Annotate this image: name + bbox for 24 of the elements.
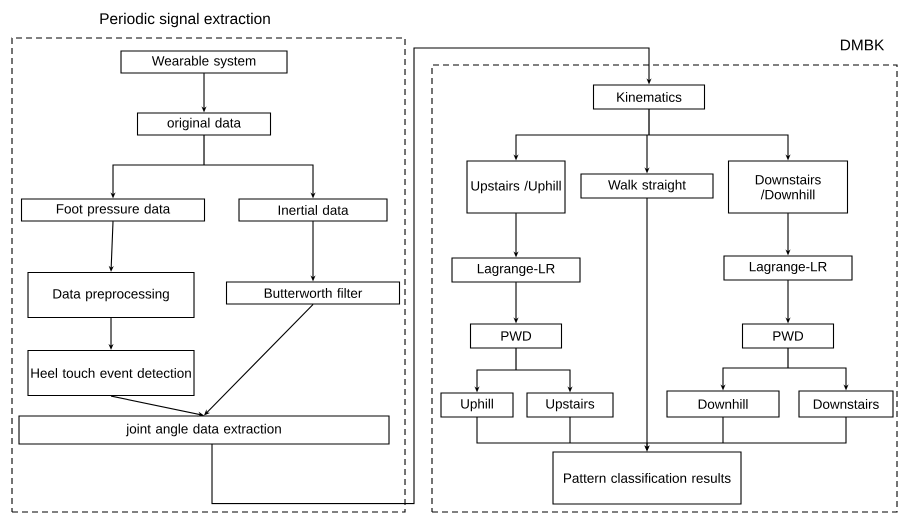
process-box: Inertial data xyxy=(238,198,388,222)
process-box: Wearable system xyxy=(120,50,288,74)
process-box: Butterworth filter xyxy=(226,281,400,305)
process-box: Data preprocessing xyxy=(27,272,195,318)
process-box: Downstairs xyxy=(798,390,894,418)
process-box: Downstairs /Downhill xyxy=(728,160,848,214)
process-box: Lagrange-LR xyxy=(451,257,581,283)
process-box: PWD xyxy=(470,323,562,349)
process-box: Upstairs xyxy=(526,392,614,418)
process-box: Foot pressure data xyxy=(20,198,206,222)
arrow xyxy=(211,47,652,504)
process-box: Walk straight xyxy=(580,173,714,199)
process-box: original data xyxy=(136,112,272,136)
node-label: Periodic signal extraction xyxy=(100,12,270,28)
process-box: PWD xyxy=(742,323,834,349)
process-box: Upstairs /Uphill xyxy=(466,160,566,214)
node-label: DMBK xyxy=(840,40,884,50)
process-box: joint angle data extraction xyxy=(18,415,390,445)
process-box: Kinematics xyxy=(592,84,706,110)
process-box: Pattern classification results xyxy=(552,451,742,505)
process-box: Uphill xyxy=(440,392,514,418)
process-box: Heel touch event detection xyxy=(27,350,195,396)
process-box: Downhill xyxy=(666,390,780,418)
process-box: Lagrange-LR xyxy=(723,255,853,281)
